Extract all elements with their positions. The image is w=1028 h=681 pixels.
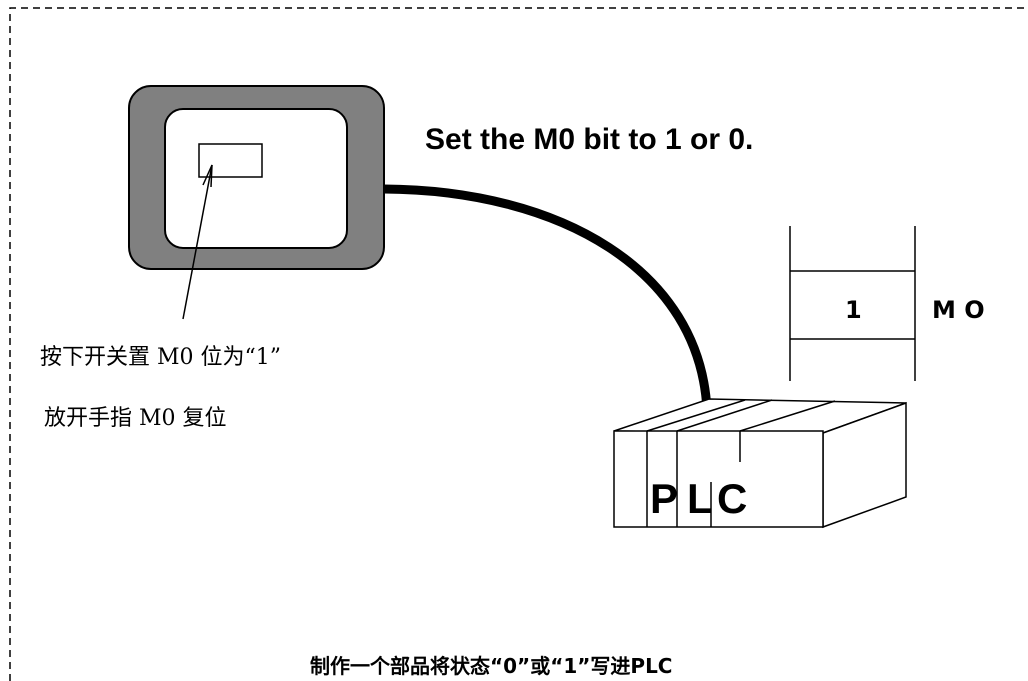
pointer-line: [182, 164, 213, 320]
footer-caption: 制作一个部品将状态“0”或“1”写进PLC: [310, 654, 673, 678]
plc-letter-l: L: [687, 475, 713, 522]
plc-top-divider: [646, 399, 746, 432]
plc-top-divider: [739, 400, 836, 432]
hmi-switch-button: [198, 143, 263, 178]
m0-register: [789, 226, 916, 381]
hmi-note-line-1: 按下开关置 M0 位为“1”: [40, 345, 282, 370]
plc-unit: [613, 398, 907, 529]
heading-text: Set the M0 bit to 1 or 0.: [425, 123, 754, 156]
plc-letter-p: P: [650, 475, 679, 522]
register-value: 1: [845, 296, 862, 324]
dashed-frame: [9, 7, 1026, 681]
hmi-panel: [128, 85, 385, 320]
hmi-note-line-2: 放开手指 M0 复位: [44, 406, 227, 431]
hmi-screen: [164, 108, 348, 249]
register-label: M O: [932, 296, 985, 324]
plc-top-divider: [676, 399, 773, 432]
plc-letter-c: C: [717, 475, 748, 522]
plc-front-face: [613, 430, 824, 528]
pointer-arrowhead: [202, 164, 213, 188]
communication-cable: [383, 184, 712, 411]
